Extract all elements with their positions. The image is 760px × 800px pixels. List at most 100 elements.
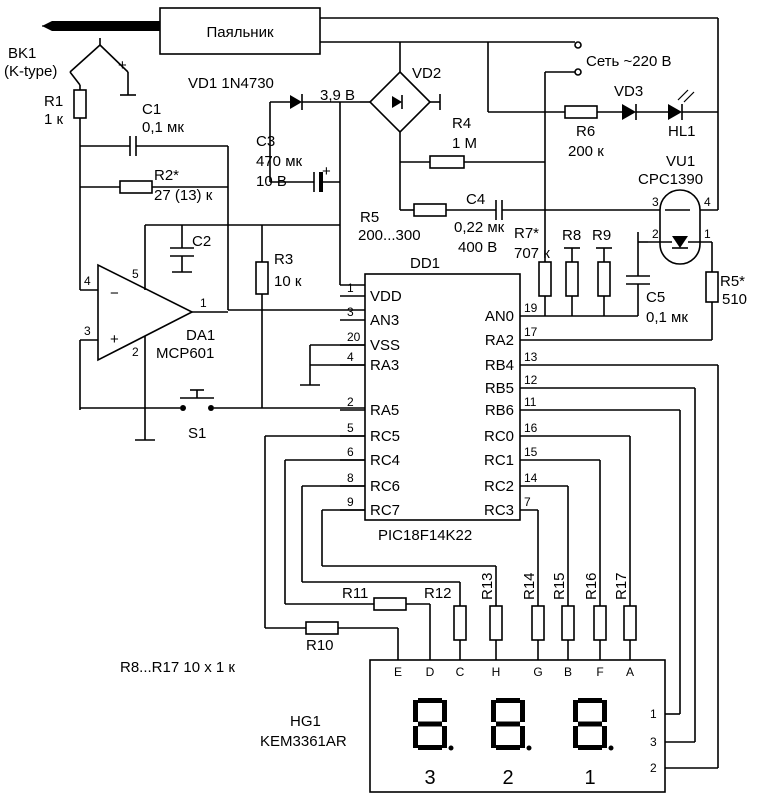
mcu-right-pin-num: 12 [524, 373, 538, 387]
common-pin-label: 2 [650, 761, 657, 775]
r5-label: R5 [360, 209, 379, 226]
c4-value1: 0,22 мк [454, 219, 505, 236]
bk1-label: BK1 [8, 45, 36, 62]
r5-value: 200...300 [358, 227, 421, 244]
c2-label: C2 [192, 233, 211, 250]
seven-segment-digit [491, 698, 532, 751]
r14-label: R14 [521, 572, 538, 600]
opamp-pin-gnd: 2 [132, 345, 139, 359]
seven-segment-digit [413, 698, 454, 751]
vu1-pin1: 1 [704, 227, 711, 241]
mcu-right-pin-name: RC3 [484, 502, 514, 519]
mains-label: Сеть ~220 В [586, 53, 672, 70]
capacitor-c2: C2 [170, 225, 211, 273]
mcu-left-pin-name: VSS [370, 337, 400, 354]
capacitor-c5: C5 0,1 мк [626, 252, 688, 326]
thermocouple-bk1: BK1 (K-type) + [4, 38, 136, 96]
soldering-iron-label: Паяльник [206, 24, 273, 41]
capacitor-c1: C1 0,1 мк [80, 101, 228, 156]
diode-vd3: VD3 [614, 83, 668, 120]
segment-pin-a: A [626, 665, 634, 679]
vu1-label: VU1 [666, 153, 695, 170]
opamp-pin-vdd: 5 [132, 267, 139, 281]
r9-label: R9 [592, 227, 611, 244]
mcu-left-pin-name: RC7 [370, 502, 400, 519]
bk1-plus: + [118, 57, 127, 74]
vd2-label: VD2 [412, 65, 441, 82]
common-pin-label: 3 [650, 735, 657, 749]
opamp-da1: − + 4 3 1 5 2 DA1 MCP601 [79, 225, 228, 441]
resistor-r8: R8 [562, 227, 581, 316]
segment-pin-b: B [564, 665, 572, 679]
r6-value: 200 к [568, 143, 604, 160]
mcu-left-pin-num: 8 [347, 471, 354, 485]
dd1-part: PIC18F14K22 [378, 527, 472, 544]
r17-label: R17 [613, 572, 630, 600]
mcu-left-pin-name: RC6 [370, 478, 400, 495]
digit-number: 3 [424, 767, 435, 789]
seven-segment-digit [573, 698, 614, 751]
r4-value: 1 М [452, 135, 477, 152]
bk1-type-label: (K-type) [4, 63, 57, 80]
mcu-right-pin-name: RB6 [485, 402, 514, 419]
r13-label: R13 [479, 572, 496, 600]
pushbutton-s1: S1 [80, 389, 365, 442]
c3-value1: 470 мк [256, 153, 303, 170]
r5s-value: 510 [722, 291, 747, 308]
r10-label: R10 [306, 637, 334, 654]
segment-pin-d: D [426, 665, 435, 679]
segment-resistors [453, 605, 637, 660]
mcu-left-pin-num: 5 [347, 421, 354, 435]
mcu-left-pin-num: 6 [347, 445, 354, 459]
r6-label: R6 [576, 123, 595, 140]
mcu-left-pin-name: RA5 [370, 402, 399, 419]
mcu-right-pin-name: RC1 [484, 452, 514, 469]
c3-label: C3 [256, 133, 275, 150]
mcu-left-pin-num: 9 [347, 495, 354, 509]
c3-value2: 10 В [256, 173, 287, 190]
c4-label: C4 [466, 191, 485, 208]
r3-value: 10 к [274, 273, 302, 290]
mcu-right-pin-num: 14 [524, 471, 538, 485]
r15-label: R15 [551, 572, 568, 600]
c3-plus: + [322, 163, 331, 180]
vu1-part: CPC1390 [638, 171, 703, 188]
resistor-r6: R6 200 к [488, 105, 622, 160]
vu1-pin2: 2 [652, 227, 659, 241]
mcu-left-pin-name: AN3 [370, 312, 399, 329]
resistor-r5: R5 200...300 [358, 203, 447, 244]
vu1-pin3: 3 [652, 195, 659, 209]
zener-vd1: VD1 1N4730 3,9 В [188, 75, 360, 110]
segment-pin-f: F [596, 665, 603, 679]
opamp-pin-inv: 4 [84, 274, 91, 288]
segment-pin-c: C [456, 665, 465, 679]
resistor-r7: R7* 707 к [514, 225, 552, 316]
mcu-left-pin-name: RA3 [370, 357, 399, 374]
r3-label: R3 [274, 251, 293, 268]
opamp-pin-noninv: 3 [84, 324, 91, 338]
r7-value: 707 к [514, 245, 550, 262]
opamp-pin-out: 1 [200, 296, 207, 310]
resistor-r10: R10 [305, 621, 399, 660]
c4-value2: 400 В [458, 239, 497, 256]
resistor-r1: R1 1 к [44, 85, 87, 290]
r8-label: R8 [562, 227, 581, 244]
resistor-r9: R9 [592, 227, 612, 316]
r1-label: R1 [44, 93, 63, 110]
led-hl1: HL1 [668, 89, 718, 140]
mcu-right-pins: 19AN017RA213RB412RB511RB616RC015RC114RC2… [484, 301, 538, 519]
segment-pin-e: E [394, 665, 402, 679]
r1-value: 1 к [44, 111, 64, 128]
vu1-pin4: 4 [704, 195, 711, 209]
mcu-right-pin-name: RA2 [485, 332, 514, 349]
da1-label: DA1 [186, 327, 215, 344]
resistor-r5-star: R5* 510 [520, 271, 747, 341]
mcu-right-pin-name: RB5 [485, 380, 514, 397]
digit-number: 1 [584, 767, 595, 789]
dd1-label: DD1 [410, 255, 440, 272]
mcu-right-pin-name: RC0 [484, 428, 514, 445]
r2-value: 27 (13) к [154, 187, 213, 204]
mcu-left-pin-name: RC5 [370, 428, 400, 445]
